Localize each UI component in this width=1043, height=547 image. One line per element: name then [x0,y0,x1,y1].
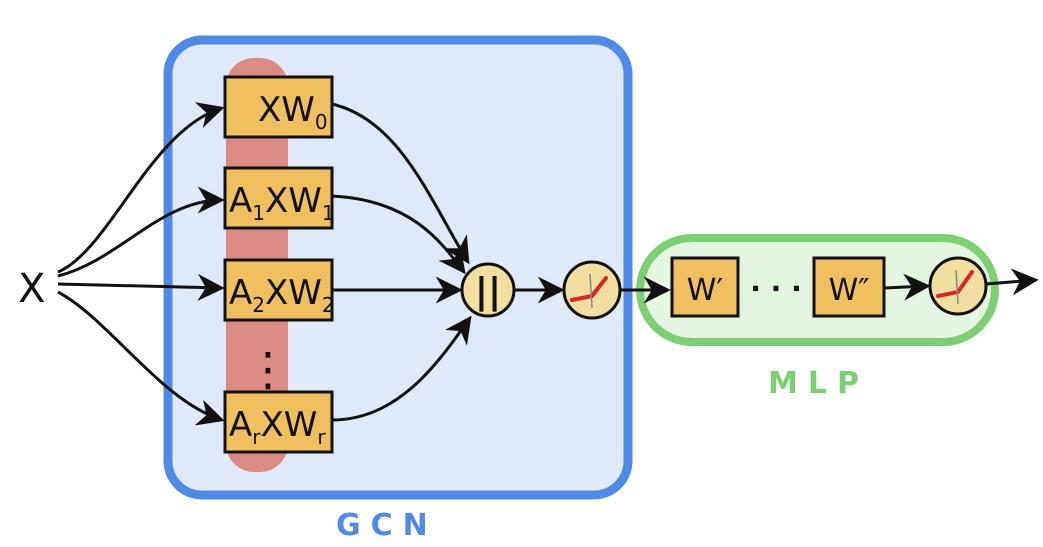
mlp-ellipsis: · · · [750,272,801,305]
mlp-w2-label: W″ [829,273,870,308]
gcn-box-0: XW0 [223,75,334,139]
input-symbol: X [18,266,45,312]
svg-text:ArXWr: ArXWr [229,405,326,449]
edge-box-1-to-concat [331,194,466,275]
svg-text:XW0: XW0 [258,90,328,134]
gcn-label: GCN [336,508,438,543]
box-1-prefix-sub: 1 [252,201,265,225]
edge-x-to-box-r [57,290,225,426]
edge-x-to-box-1 [57,186,225,278]
box-2-prefix-sub: 2 [252,293,265,317]
svg-text:A1XW1: A1XW1 [229,181,335,225]
gcn-box-2: A2XW2 [223,258,335,322]
box-r-prefix-sub: r [252,425,261,449]
gcn-box-1: A1XW1 [223,166,335,230]
box-edges [331,102,472,422]
edge-x-to-box-2 [57,273,225,301]
edge-box-r-to-concat [331,315,472,422]
edge-w2-to-activation [883,273,931,301]
gcn-box-r: ArXWr [223,390,334,454]
concat-node: || [460,262,516,318]
input-edges [57,102,225,426]
box-1-main: XW [265,181,322,221]
edge-x-to-box-0 [57,102,225,274]
gcn-ellipsis: ⋮ [245,342,291,396]
mlp-box-w1: W′ [670,256,740,318]
box-2-sub: 2 [322,293,335,317]
box-2-prefix: A [229,273,252,313]
box-2-main: XW [265,273,322,313]
svg-text:A2XW2: A2XW2 [229,273,335,317]
box-1-prefix: A [229,181,252,221]
mlp-w1-label: W′ [687,273,724,308]
concat-symbol: || [475,271,501,312]
box-r-sub: r [317,425,326,449]
activation-node-1 [562,260,622,320]
output-edge [985,268,1039,296]
activation-node-2 [928,256,988,316]
mlp-label: MLP [768,366,869,401]
box-r-prefix: A [229,405,252,445]
edge-box-0-to-concat [331,102,470,265]
mlp-box-w2: W″ [812,256,886,318]
box-0-sub: 0 [315,110,328,134]
box-r-main: XW [261,405,318,445]
box-0-main: XW [258,90,315,130]
box-1-sub: 1 [322,201,335,225]
